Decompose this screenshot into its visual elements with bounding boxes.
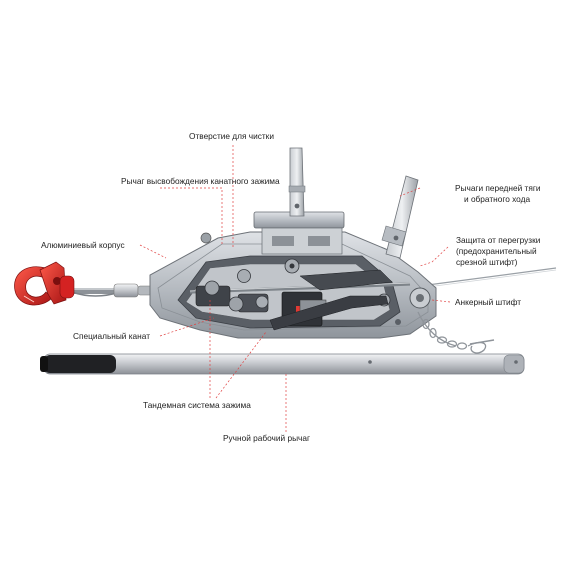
label-overload-line3: срезной штифт)	[456, 257, 518, 267]
label-forward-reverse-levers: Рычаги передней тяги и обратного хода	[455, 183, 541, 205]
label-forward-reverse-line1: Рычаги передней тяги	[455, 183, 541, 193]
label-anchor-pin: Анкерный штифт	[455, 297, 522, 307]
label-special-rope: Специальный канат	[73, 331, 150, 341]
label-forward-reverse-line2: и обратного хода	[464, 194, 531, 204]
leader-lines	[139, 145, 451, 432]
label-aluminium-body: Алюминиевый корпус	[41, 240, 125, 250]
red-hook-icon	[14, 261, 75, 306]
rope-right	[419, 267, 557, 289]
release-lever	[288, 147, 306, 217]
label-tandem-clamp-system: Тандемная система зажима	[143, 400, 251, 410]
label-overload-line2: (предохранительный	[456, 246, 537, 256]
label-overload-line1: Защита от перегрузки	[456, 235, 541, 245]
safety-chain	[417, 311, 495, 354]
label-cleaning-hole: Отверстие для чистки	[189, 131, 274, 141]
forward-reverse-lever	[381, 175, 419, 259]
aluminium-body	[149, 211, 437, 339]
label-rope-release-lever: Рычаг высвобождения канатного зажима	[121, 176, 280, 186]
label-manual-lever: Ручной рабочий рычаг	[223, 433, 310, 443]
label-overload-protection: Защита от перегрузки (предохранительный …	[456, 235, 540, 268]
manual-lever-handle	[40, 353, 525, 375]
special-rope	[70, 283, 153, 298]
